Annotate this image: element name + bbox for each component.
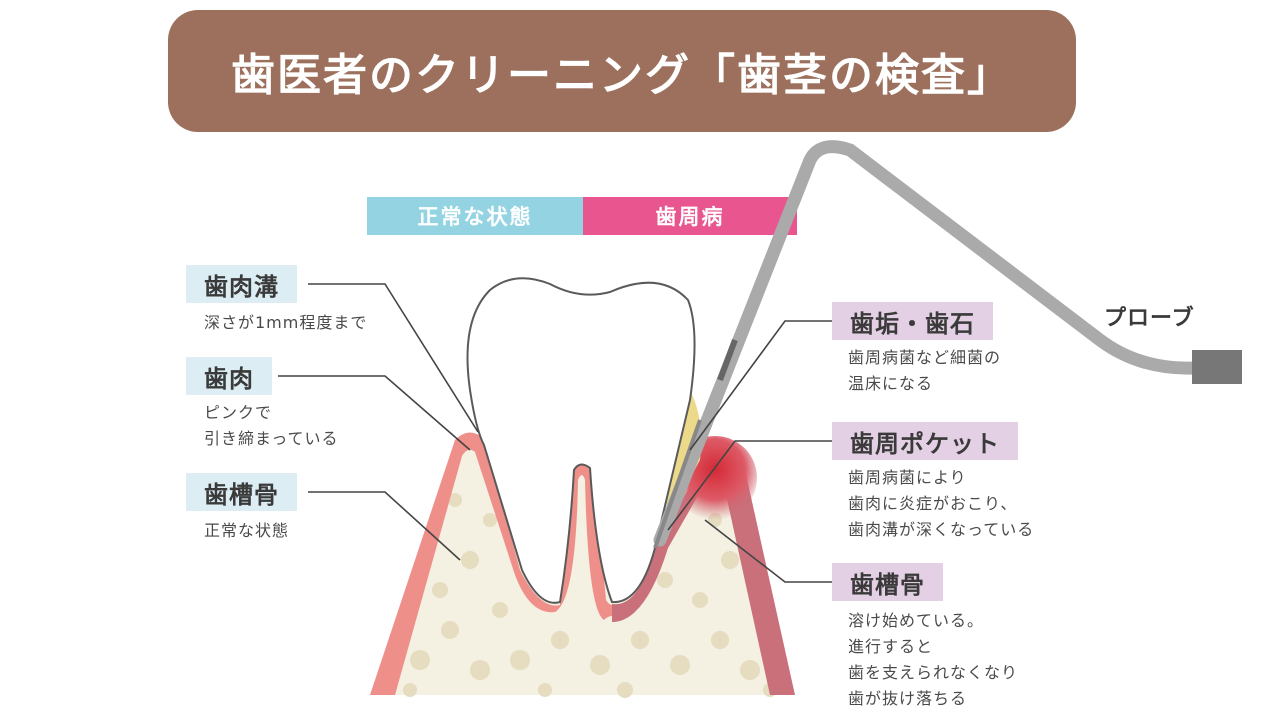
label-plaque-tartar: 歯垢・歯石 [832,302,993,340]
desc-gingival-sulcus: 深さが1mm程度まで [204,310,367,336]
desc-line: 溶け始めている。 [848,611,985,630]
label-alveolar-bone-normal: 歯槽骨 [186,473,297,511]
probe-handle [1192,350,1242,384]
legend-disease: 歯周病 [583,197,797,235]
desc-line: 正常な状態 [204,521,290,540]
desc-gum: ピンクで 引き締まっている [204,400,339,452]
desc-line: 歯周病菌など細菌の [848,348,1002,367]
probe-body [653,140,1202,547]
desc-alveolar-bone-disease: 溶け始めている。 進行すると 歯を支えられなくなり 歯が抜け落ちる [848,608,1018,712]
desc-line: 温床になる [848,374,934,393]
desc-line: 引き締まっている [204,429,339,448]
desc-line: 歯が抜け落ちる [848,689,968,708]
legend-normal: 正常な状態 [367,197,583,235]
desc-line: 歯肉に炎症がおこり、 [848,494,1018,513]
bone-cells [403,493,777,698]
label-gum: 歯肉 [186,357,272,395]
title-banner: 歯医者のクリーニング「歯茎の検査」 [168,10,1076,132]
probe-label: プローブ [1104,306,1195,331]
desc-line: ピンクで [204,403,273,422]
label-gingival-sulcus: 歯肉溝 [186,265,297,303]
tooth [466,277,696,604]
page-title: 歯医者のクリーニング「歯茎の検査」 [231,50,1013,101]
label-periodontal-pocket: 歯周ポケット [832,422,1018,460]
desc-line: 歯肉溝が深くなっている [848,520,1035,539]
desc-alveolar-bone-normal: 正常な状態 [204,518,289,544]
leader-lines-left [278,283,479,561]
desc-periodontal-pocket: 歯周病菌により 歯肉に炎症がおこり、 歯肉溝が深くなっている [848,465,1034,543]
leader-lines-right [667,320,832,583]
label-alveolar-bone-disease: 歯槽骨 [832,563,943,601]
diseased-gum [612,459,795,695]
desc-line: 歯を支えられなくなり [848,663,1019,682]
desc-plaque-tartar: 歯周病菌など細菌の 温床になる [848,345,1001,397]
desc-line: 進行すると [848,637,934,656]
desc-line: 歯周病菌により [848,468,967,487]
probe-tip [653,419,702,549]
desc-line: 深さが1mm程度まで [204,313,368,332]
